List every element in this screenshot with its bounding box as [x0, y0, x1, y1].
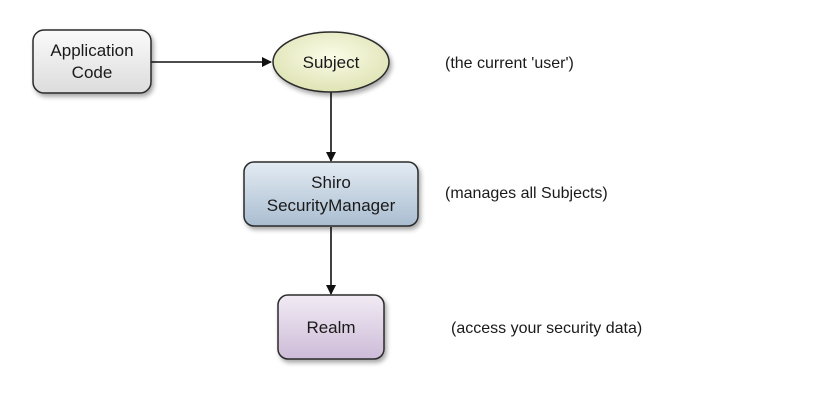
security-manager-label-line1: Shiro: [311, 173, 351, 192]
application-code-label-line1: Application: [50, 41, 133, 60]
subject-label: Subject: [303, 53, 360, 72]
node-application-code: Application Code: [32, 29, 152, 94]
realm-label: Realm: [306, 318, 355, 337]
realm-annotation: (access your security data): [451, 320, 642, 337]
node-realm: Realm: [277, 294, 385, 360]
application-code-label-line2: Code: [72, 63, 113, 82]
subject-annotation: (the current 'user'): [445, 55, 574, 72]
security-manager-label-line2: SecurityManager: [267, 196, 396, 215]
security-manager-annotation: (manages all Subjects): [445, 185, 608, 202]
node-security-manager: Shiro SecurityManager: [243, 161, 419, 227]
node-subject: Subject: [272, 31, 390, 93]
